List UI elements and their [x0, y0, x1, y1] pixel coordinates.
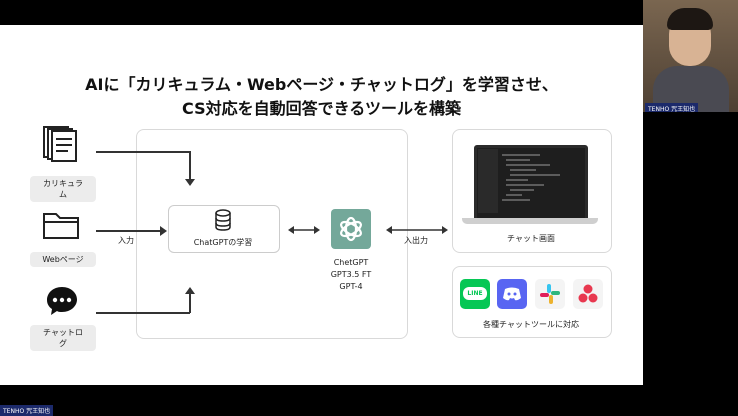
bidirectional-arrow-icon — [386, 226, 448, 234]
asana-icon — [573, 279, 603, 309]
connector-line — [96, 312, 190, 314]
gpt-model-1: GPT3.5 FT — [330, 270, 372, 279]
line-icon: LINE — [460, 279, 490, 309]
input-arrow-label: 入力 — [118, 236, 134, 245]
arrow-head-icon — [185, 287, 195, 294]
laptop-base — [462, 218, 598, 224]
gpt-model-list: ChetGPT GPT3.5 FT GPT-4 — [316, 257, 386, 293]
line-logo-text: LINE — [463, 287, 487, 300]
slide-title-line1: AIに「カリキュラム・Webページ・チャットログ」を学習させ、 — [85, 75, 558, 94]
document-stack-icon — [43, 126, 77, 162]
presenter-hair — [667, 8, 713, 30]
openai-logo-icon — [340, 216, 362, 242]
connector-line — [189, 291, 191, 313]
arrow-head-icon — [185, 179, 195, 186]
input-label-chatlog: チャットログ — [30, 325, 96, 351]
io-arrow-label: 入出力 — [404, 236, 428, 245]
bidirectional-arrow-icon — [288, 226, 320, 234]
chat-bubble-icon — [47, 287, 77, 315]
learning-box-label: ChatGPTの学習 — [193, 238, 253, 247]
connector-line — [96, 230, 162, 232]
webcam-name-tag: TENHO 咒王知也 — [645, 103, 699, 112]
chat-screen-label: チャット画面 — [507, 234, 555, 243]
gpt-model-2: GPT-4 — [339, 282, 363, 291]
bottom-name-tag: TENHO 咒王知也 — [0, 405, 54, 416]
folder-icon — [43, 213, 79, 239]
slack-icon — [535, 279, 565, 309]
presentation-slide: AIに「カリキュラム・Webページ・チャットログ」を学習させ、 CS対応を自動回… — [0, 25, 643, 385]
discord-icon — [497, 279, 527, 309]
database-icon — [215, 209, 231, 231]
code-lines-graphic — [502, 154, 560, 201]
gpt-model-0: ChetGPT — [333, 258, 369, 267]
laptop-sidebar — [478, 149, 498, 213]
webcam-video-feed: TENHO 咒王知也 — [643, 0, 738, 112]
input-label-curriculum: カリキュラム — [30, 176, 96, 202]
tools-label: 各種チャットツールに対応 — [483, 320, 579, 329]
chatgpt-logo-tile — [331, 209, 371, 249]
chatgpt-learning-box — [168, 205, 280, 253]
slide-title-line2: CS対応を自動回答できるツールを構築 — [182, 99, 461, 118]
arrow-head-icon — [160, 226, 167, 236]
input-label-webpage: Webページ — [30, 252, 96, 267]
connector-line — [189, 151, 191, 181]
connector-line — [96, 151, 190, 153]
